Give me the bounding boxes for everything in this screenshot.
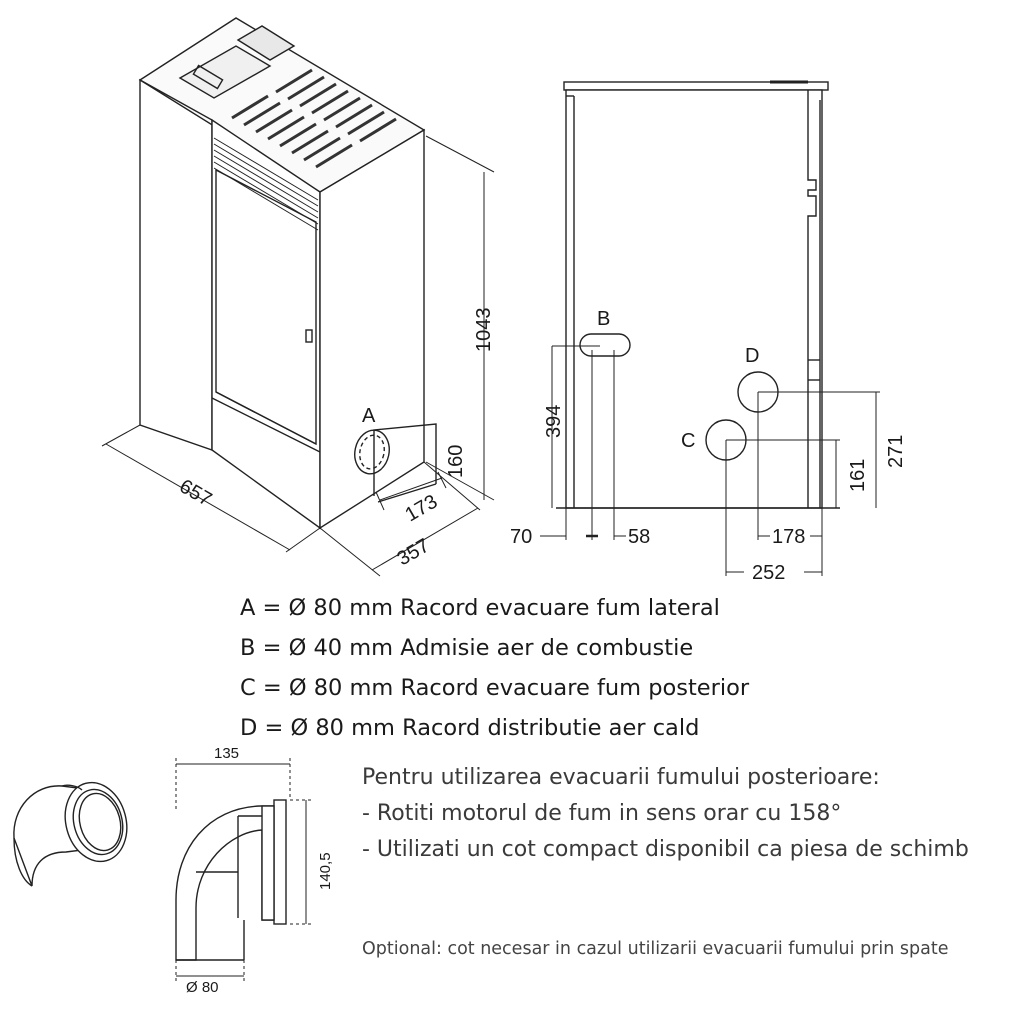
dim-a-offset-173: 173: [402, 491, 442, 527]
connection-legend: A = Ø 80 mm Racord evacuare fum lateral …: [240, 588, 749, 748]
stove-rear-view: [540, 80, 880, 576]
label-c: C: [681, 430, 695, 452]
stove-isometric-view: [101, 17, 495, 577]
elbow-dim-diameter: Ø 80: [186, 979, 219, 996]
dim-d-x-178: 178: [772, 526, 805, 548]
dim-height-1043: 1043: [473, 308, 495, 353]
rear-exhaust-instructions: Pentru utilizarea evacuarii fumului post…: [362, 760, 1002, 868]
elbow-dim-height: 140,5: [317, 852, 334, 890]
dim-b-height-394: 394: [543, 405, 565, 438]
legend-item-c: C = Ø 80 mm Racord evacuare fum posterio…: [240, 675, 750, 701]
optional-note: Optional: cot necesar in cazul utilizari…: [362, 939, 949, 959]
dim-c-height-161: 161: [847, 459, 869, 492]
legend-item-d: D = Ø 80 mm Racord distributie aer cald: [240, 715, 700, 741]
elbow-3d-view: [13, 781, 128, 887]
dim-width-657: 657: [176, 475, 216, 511]
dim-b-x-58: 58: [628, 526, 650, 548]
instructions-title: Pentru utilizarea evacuarii fumului post…: [362, 765, 880, 790]
rear-view-labels: B C D 394 271 161 70 58 178 252: [510, 308, 907, 584]
dim-c-x-252: 252: [752, 562, 785, 584]
dim-left-70: 70: [510, 526, 532, 548]
elbow-labels: 135 140,5 Ø 80: [186, 745, 334, 996]
elbow-dim-width: 135: [214, 745, 239, 762]
instructions-step-1: - Rotiti motorul de fum in sens orar cu …: [362, 801, 842, 826]
front-grille: [213, 137, 319, 231]
dim-d-height-271: 271: [885, 435, 907, 468]
top-vent-slots: [231, 68, 397, 169]
label-a: A: [362, 405, 376, 427]
label-b: B: [597, 308, 610, 330]
legend-item-b: B = Ø 40 mm Admisie aer de combustie: [240, 635, 694, 661]
label-d: D: [745, 345, 759, 367]
dim-a-height-160: 160: [445, 445, 467, 478]
elbow-section-view: [175, 758, 312, 982]
legend-item-a: A = Ø 80 mm Racord evacuare fum lateral: [240, 595, 720, 621]
instructions-step-2: - Utilizati un cot compact disponibil ca…: [362, 837, 969, 862]
dim-depth-357: 357: [394, 535, 434, 571]
